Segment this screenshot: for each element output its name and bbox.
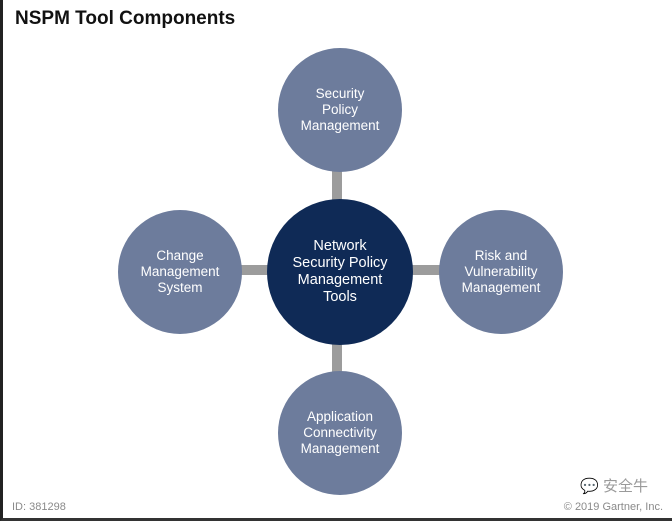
document-id: ID: 381298	[12, 501, 66, 513]
slide-title: NSPM Tool Components	[15, 8, 236, 29]
node-security-policy-management: Security Policy Management	[278, 48, 402, 172]
connector-top	[332, 165, 342, 205]
node-application-connectivity-management: Application Connectivity Management	[278, 371, 402, 495]
connector-left	[235, 265, 275, 275]
chat-bubble-icon: 💬	[580, 478, 599, 495]
hub-nspm-tools: Network Security Policy Management Tools	[267, 199, 413, 345]
node-risk-vulnerability-management: Risk and Vulnerability Management	[439, 210, 563, 334]
watermark: 💬 安全牛	[580, 475, 648, 496]
copyright: © 2019 Gartner, Inc.	[563, 501, 663, 513]
watermark-text: 安全牛	[602, 478, 648, 495]
node-change-management-system: Change Management System	[118, 210, 242, 334]
connector-right	[407, 265, 447, 275]
connector-bottom	[332, 340, 342, 380]
